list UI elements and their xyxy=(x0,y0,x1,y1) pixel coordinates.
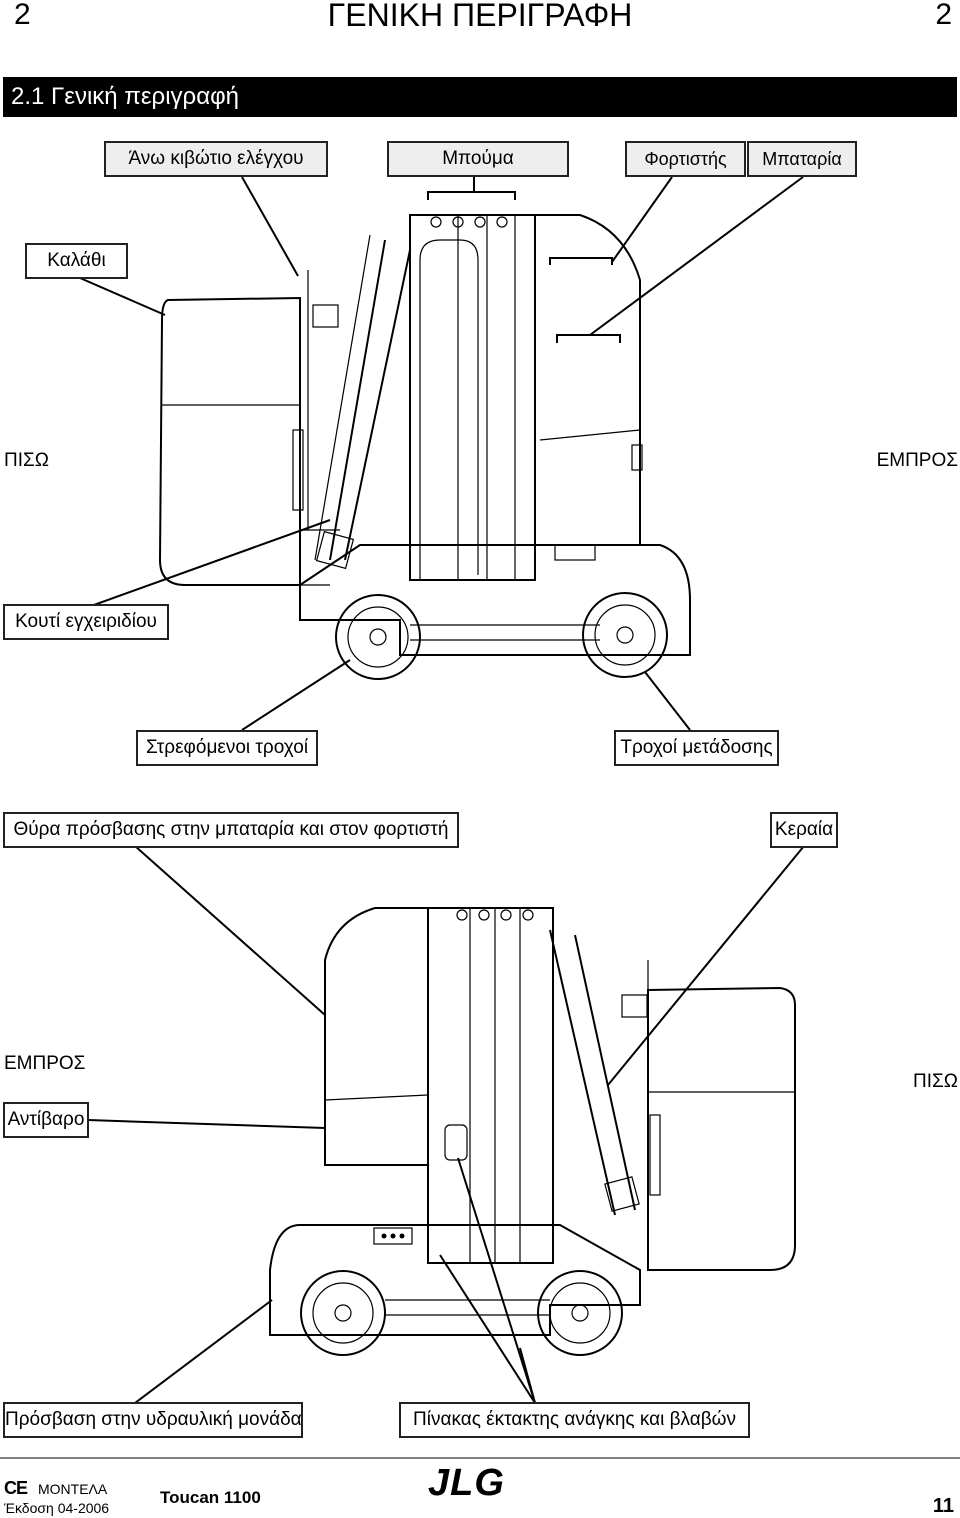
chapter-number-left: 2 xyxy=(14,0,31,31)
label-manual-box: Κουτί εγχειριδίου xyxy=(3,604,169,640)
label-upper-control-box: Άνω κιβώτιο ελέγχου xyxy=(104,141,328,177)
label-battery: Μπαταρία xyxy=(747,141,857,177)
label-access-door: Θύρα πρόσβασης στην μπαταρία και στον φο… xyxy=(3,812,459,848)
page-number: 11 xyxy=(932,1495,954,1517)
bottom-machine-drawing xyxy=(269,907,796,1356)
label-charger: Φορτιστής xyxy=(625,141,746,177)
jlg-logo: JLG xyxy=(428,1462,505,1504)
label-drive-wheels: Τροχοί μετάδοσης xyxy=(614,730,779,766)
label-rear-top: ΠΙΣΩ xyxy=(4,450,49,471)
label-emergency-panel: Πίνακας έκτακτης ανάγκης και βλαβών xyxy=(399,1402,750,1438)
label-hydraulic-access: Πρόσβαση στην υδραυλική μονάδα xyxy=(3,1402,303,1438)
footer-model-name: Toucan 1100 xyxy=(160,1488,261,1507)
chapter-title: ΓΕΝΙΚΗ ΠΕΡΙΓΡΑΦΗ xyxy=(327,0,633,33)
chapter-number-right: 2 xyxy=(935,0,952,31)
ce-mark: CE xyxy=(4,1478,28,1498)
label-basket: Καλάθι xyxy=(25,243,128,279)
label-counterweight: Αντίβαρο xyxy=(3,1102,89,1138)
label-antenna: Κεραία xyxy=(770,812,838,848)
footer-edition: Έκδοση 04-2006 xyxy=(4,1500,110,1516)
footer-models-label: ΜΟΝΤΕΛΑ xyxy=(38,1481,108,1497)
label-front-top: ΕΜΠΡΟΣ xyxy=(876,450,958,471)
label-rear-bottom: ΠΙΣΩ xyxy=(913,1071,958,1092)
section-title: 2.1 Γενική περιγραφή xyxy=(3,77,957,117)
label-steer-wheels: Στρεφόμενοι τροχοί xyxy=(136,730,318,766)
top-machine-drawing xyxy=(158,191,691,680)
label-front-bottom: ΕΜΠΡΟΣ xyxy=(4,1053,86,1074)
label-boom: Μπούμα xyxy=(387,141,569,177)
